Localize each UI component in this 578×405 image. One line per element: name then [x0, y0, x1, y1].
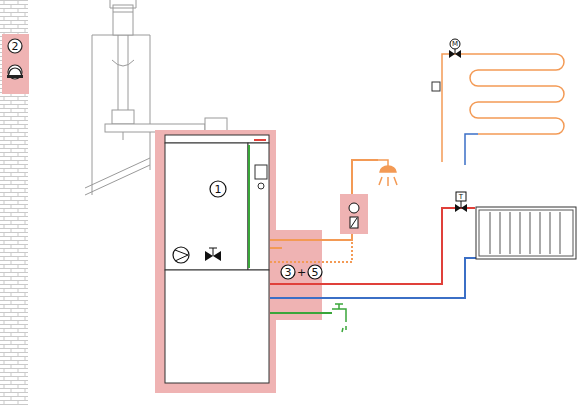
zone-boiler — [155, 130, 322, 393]
label-holder: 2 — [12, 41, 19, 52]
wall — [0, 0, 28, 405]
callout-number: 2 — [12, 41, 19, 52]
label-holder: + — [297, 267, 306, 278]
shower — [378, 160, 397, 186]
boiler — [165, 135, 269, 383]
label-holder: 1 — [215, 184, 222, 195]
valve-letter: M — [452, 41, 458, 48]
radiator — [455, 192, 576, 259]
plus-sign: + — [297, 267, 306, 278]
motor-valve — [449, 39, 461, 58]
zone-2 — [2, 34, 29, 94]
tap — [332, 304, 346, 332]
callout-number: 5 — [312, 267, 319, 278]
callout-number: 1 — [215, 184, 222, 195]
callout-number: 3 — [285, 267, 292, 278]
label-holder: 5 — [312, 267, 319, 278]
valve-letter: T — [459, 193, 463, 200]
label-holder: M — [452, 41, 458, 48]
label-holder: 3 — [285, 267, 292, 278]
pipes — [270, 54, 564, 313]
label-holder: T — [459, 193, 463, 200]
